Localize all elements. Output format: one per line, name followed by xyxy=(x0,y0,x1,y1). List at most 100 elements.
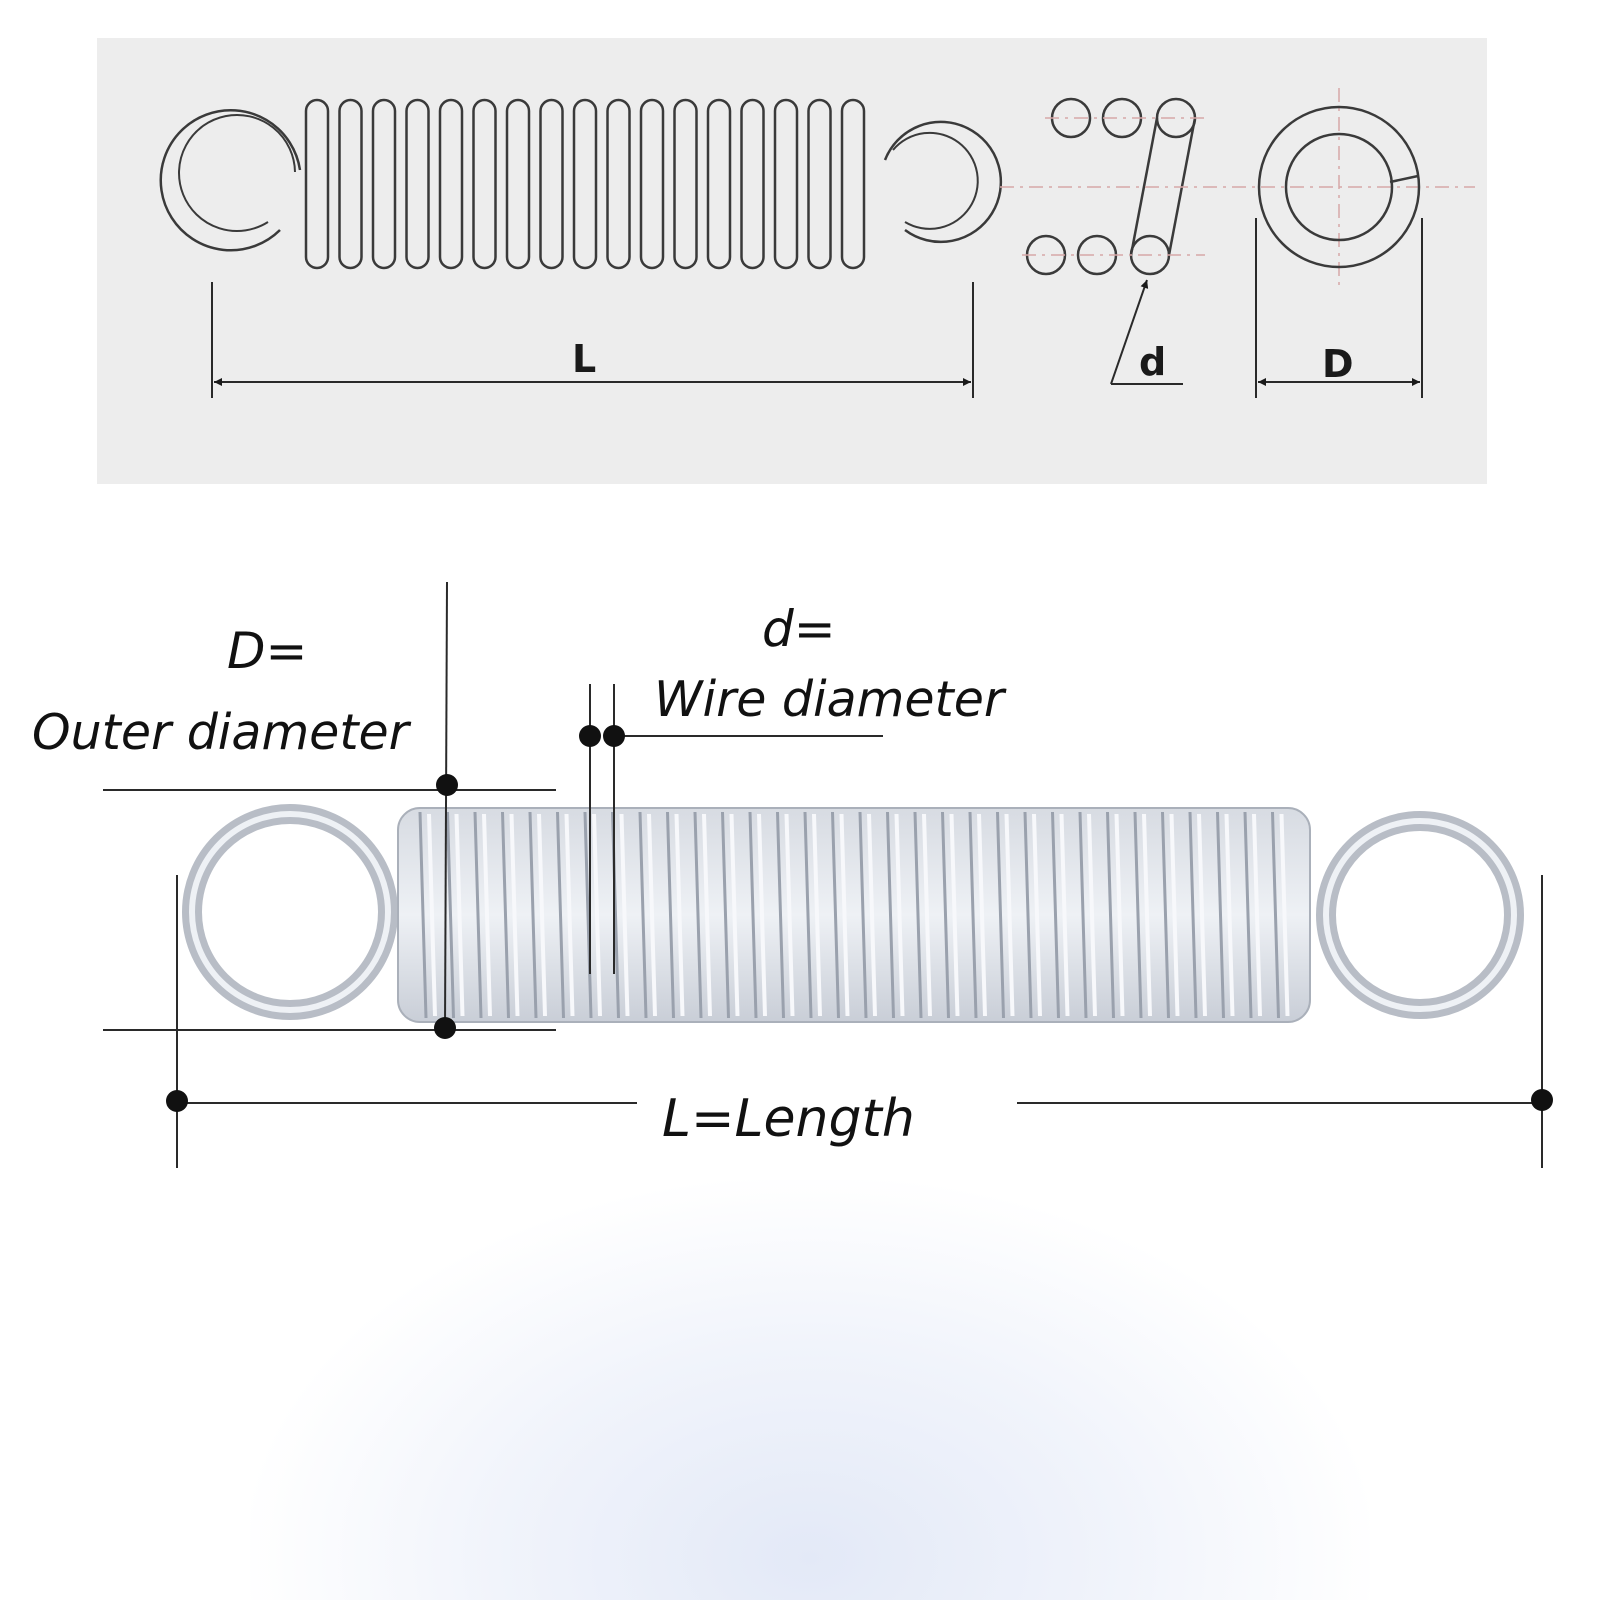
coil-turn-highlight xyxy=(509,813,520,1017)
schematic-coil-turn xyxy=(338,98,363,270)
coil-turn-shadow xyxy=(418,811,428,1019)
coil-turn-highlight xyxy=(1059,813,1070,1017)
coil-turn-shadow xyxy=(473,811,483,1019)
coil-turn-shadow xyxy=(583,811,593,1019)
coil-turn-shadow xyxy=(1106,811,1115,1019)
schematic-coil-turn xyxy=(472,98,497,270)
coil-turn-highlight xyxy=(894,813,905,1017)
left-end-loop-highlight xyxy=(189,811,391,1013)
schematic-coil-turn xyxy=(673,98,698,270)
background-glow xyxy=(250,1180,1370,1600)
coil-turn-shadow xyxy=(693,811,703,1019)
coil-turn-highlight xyxy=(1169,813,1180,1017)
schematic-coil-turn xyxy=(539,98,564,270)
schematic-coil-turn xyxy=(840,98,866,270)
coil-turn-highlight xyxy=(702,813,712,1017)
schematic-right-hook xyxy=(883,120,1003,244)
coil-turn-shadow xyxy=(886,811,895,1019)
L-point-right xyxy=(1531,1089,1553,1111)
d-point-left xyxy=(579,725,601,747)
coil-turn-highlight xyxy=(1197,813,1207,1017)
schematic-wire-label: d xyxy=(1139,340,1167,384)
schematic-left-hook xyxy=(159,109,302,252)
coil-turn-highlight xyxy=(812,813,822,1017)
right-end-loop-highlight xyxy=(1323,818,1517,1012)
coil-turn-shadow xyxy=(1133,811,1143,1019)
outer-diameter-symbol: D= xyxy=(227,622,308,680)
schematic-right-hook-inner xyxy=(892,131,979,230)
coil-turn-shadow xyxy=(446,811,455,1019)
coil-turn-shadow xyxy=(1271,811,1280,1019)
coil-turn-shadow xyxy=(556,811,565,1019)
coil-turn-shadow xyxy=(721,811,730,1019)
schematic-coil xyxy=(304,98,866,270)
coil-turns xyxy=(418,811,1290,1019)
d-leader-line xyxy=(1110,279,1149,385)
schematic-length-label: L xyxy=(572,337,597,381)
end-view-outer-ring xyxy=(1257,105,1421,269)
coil-turn-highlight xyxy=(482,813,492,1017)
coil-turn-shadow xyxy=(941,811,950,1019)
coil-turn-shadow xyxy=(748,811,758,1019)
coil-turn-shadow xyxy=(501,811,510,1019)
coil-turn-shadow xyxy=(803,811,813,1019)
coil-turn-highlight xyxy=(867,813,877,1017)
length-label: L=Length xyxy=(662,1089,915,1149)
coil-turn-shadow xyxy=(913,811,923,1019)
coil-turn-shadow xyxy=(996,811,1005,1019)
coil-turn-highlight xyxy=(839,813,850,1017)
coil-turn-highlight xyxy=(537,813,547,1017)
photo-dimensions xyxy=(103,581,1543,1168)
coil-turn-shadow xyxy=(1188,811,1198,1019)
coil-turn-highlight xyxy=(1004,813,1015,1017)
coil-turn-highlight xyxy=(1224,813,1235,1017)
coil-turn-highlight xyxy=(977,813,987,1017)
schematic-coil-turn xyxy=(438,98,464,270)
schematic-coil-turn xyxy=(773,98,799,270)
schematic-coil-turn xyxy=(405,98,430,270)
schematic-coil-turn xyxy=(304,98,330,270)
coil-turn-shadow xyxy=(776,811,785,1019)
coil-turn-shadow xyxy=(528,811,538,1019)
coil-turn-highlight xyxy=(1114,813,1125,1017)
coil-turn-highlight xyxy=(1252,813,1262,1017)
coil-turn-shadow xyxy=(666,811,675,1019)
d-point-right xyxy=(603,725,625,747)
D-measure-line xyxy=(444,581,448,1031)
spring-photo xyxy=(182,804,1524,1023)
schematic-left-hook-inner xyxy=(178,114,296,232)
D-point-top xyxy=(436,774,458,796)
end-view-inner-ring xyxy=(1284,132,1394,242)
coil-turn-shadow xyxy=(1078,811,1088,1019)
schematic-coil-turn xyxy=(505,98,531,270)
coil-turn-shadow xyxy=(858,811,868,1019)
schematic-coil-turn xyxy=(639,98,665,270)
wire-connector xyxy=(1129,117,1159,256)
D-point-bottom xyxy=(434,1017,456,1039)
schematic-coil-turn xyxy=(606,98,631,270)
coil-turn-highlight xyxy=(757,813,767,1017)
coil-turn-shadow xyxy=(831,811,840,1019)
schematic-coil-turn xyxy=(572,98,598,270)
coil-turn-highlight xyxy=(1032,813,1042,1017)
coil-turn-highlight xyxy=(922,813,932,1017)
coil-turn-highlight xyxy=(729,813,740,1017)
coil-turn-shadow xyxy=(1243,811,1253,1019)
coil-turn-highlight xyxy=(454,813,465,1017)
coil-turn-highlight xyxy=(949,813,960,1017)
coil-turn-shadow xyxy=(638,811,648,1019)
coil-turn-highlight xyxy=(1087,813,1097,1017)
coil-turn-highlight xyxy=(427,813,437,1017)
coil-turn-shadow xyxy=(1051,811,1060,1019)
coil-turn-shadow xyxy=(1161,811,1170,1019)
coil-turn-highlight xyxy=(619,813,630,1017)
outer-diameter-label: Outer diameter xyxy=(32,704,409,761)
schematic-coil-turn xyxy=(807,98,832,270)
coil-turn-highlight xyxy=(784,813,795,1017)
coil-turn-shadow xyxy=(1216,811,1225,1019)
coil-turn-highlight xyxy=(564,813,575,1017)
coil-turn-shadow xyxy=(1023,811,1033,1019)
L-point-left xyxy=(166,1090,188,1112)
schematic-coil-turn xyxy=(706,98,732,270)
coil-turn-highlight xyxy=(1279,813,1290,1017)
